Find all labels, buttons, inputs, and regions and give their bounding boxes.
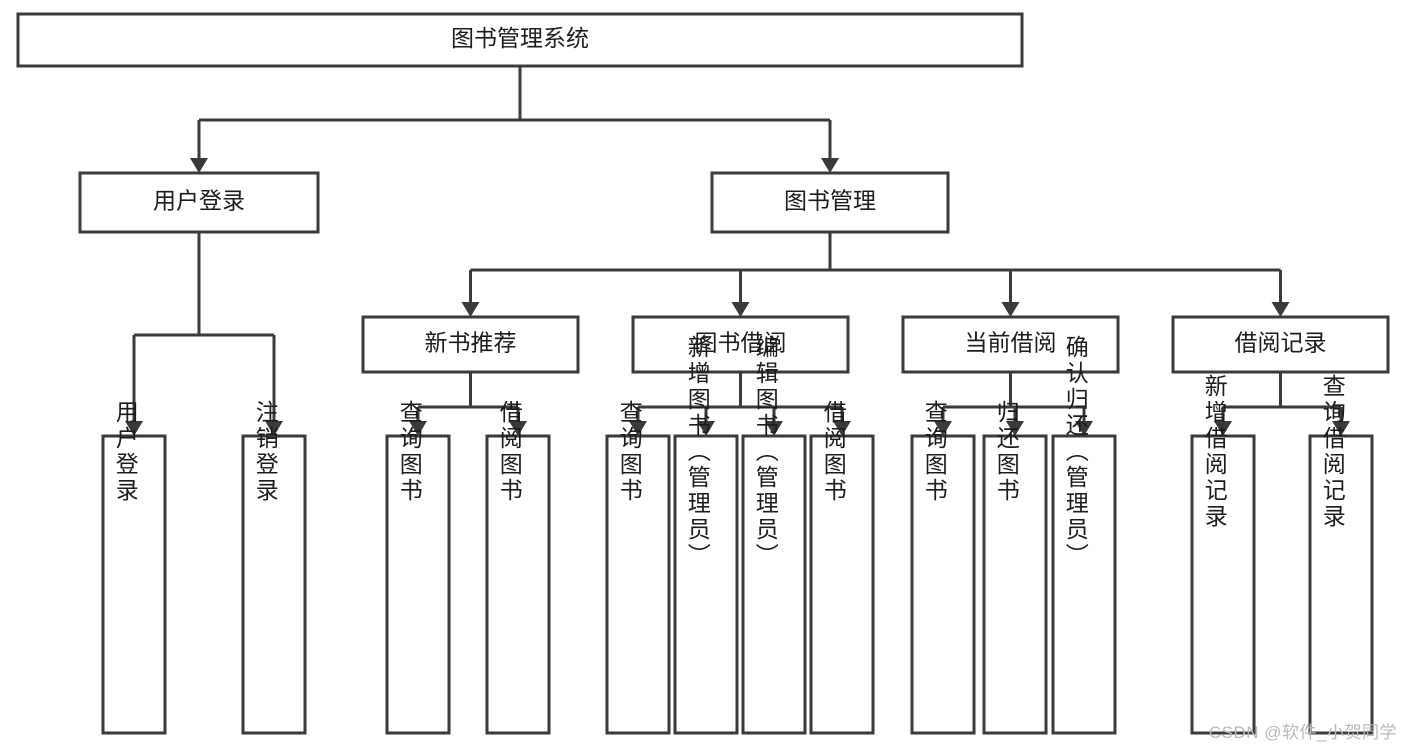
node-label-add-book-admin: 新增图书（管理员） <box>684 335 711 569</box>
arrow-head-icon <box>125 421 143 436</box>
node-query-book-3[interactable]: 查询图书 <box>910 400 976 735</box>
arrow-head-icon <box>1001 302 1020 317</box>
node-box-add-borrow-record <box>1190 434 1256 735</box>
arrow-head-icon <box>1006 421 1024 436</box>
node-label-query-book-3: 查询图书 <box>921 400 948 504</box>
node-borrow-book-2[interactable]: 借阅图书 <box>809 400 875 735</box>
node-edit-book-admin[interactable]: 编辑图书（管理员） <box>741 335 807 735</box>
node-box-user-login-do <box>101 434 167 735</box>
node-box-current-borrow <box>901 315 1120 374</box>
node-box-query-book-2 <box>605 434 671 735</box>
connectors-layer <box>125 66 1350 436</box>
node-label-borrow-record: 借阅记录 <box>1235 330 1327 356</box>
arrow-head-icon <box>833 421 851 436</box>
arrow-head-icon <box>461 302 480 317</box>
nodes-layer: 图书管理系统用户登录用户登录注销登录图书管理新书推荐查询图书借阅图书图书借阅查询… <box>16 12 1390 735</box>
arrow-head-icon <box>934 421 952 436</box>
node-box-user-logout <box>241 434 307 735</box>
node-query-book-2[interactable]: 查询图书 <box>605 400 671 735</box>
node-user-logout[interactable]: 注销登录 <box>241 400 307 735</box>
node-book-borrow[interactable]: 图书借阅 <box>631 315 850 374</box>
arrow-head-icon <box>1214 421 1232 436</box>
node-box-add-book-admin <box>673 434 739 735</box>
node-return-book[interactable]: 归还图书 <box>982 400 1048 735</box>
node-label-user-logout: 注销登录 <box>252 400 279 504</box>
arrow-head-icon <box>409 421 427 436</box>
node-add-borrow-record[interactable]: 新增借阅记录 <box>1190 374 1256 735</box>
arrow-head-icon <box>765 421 783 436</box>
node-label-user-login-do: 用户登录 <box>112 400 139 504</box>
node-label-new-book-recommend: 新书推荐 <box>425 330 517 356</box>
node-label-query-borrow-record: 查询借阅记录 <box>1319 374 1346 530</box>
node-box-query-borrow-record <box>1308 434 1374 735</box>
node-book-manage[interactable]: 图书管理 <box>710 171 950 234</box>
node-root[interactable]: 图书管理系统 <box>16 12 1024 68</box>
node-box-edit-book-admin <box>741 434 807 735</box>
node-label-add-borrow-record: 新增借阅记录 <box>1201 374 1228 530</box>
arrow-head-icon <box>1075 421 1093 436</box>
node-box-user-login <box>78 171 320 234</box>
arrow-head-icon <box>190 158 208 173</box>
node-label-edit-book-admin: 编辑图书（管理员） <box>752 335 779 569</box>
node-label-book-manage: 图书管理 <box>784 188 876 214</box>
node-box-root <box>16 12 1024 68</box>
csdn-watermark: CSDN @软件_小贺同学 <box>1208 723 1397 742</box>
node-box-confirm-return-admin <box>1051 434 1117 735</box>
node-add-book-admin[interactable]: 新增图书（管理员） <box>673 335 739 735</box>
node-box-return-book <box>982 434 1048 735</box>
arrow-head-icon <box>1271 302 1290 317</box>
node-label-return-book: 归还图书 <box>993 400 1020 504</box>
arrow-head-icon <box>1332 421 1350 436</box>
node-label-borrow-book-1: 借阅图书 <box>496 400 523 504</box>
node-box-book-borrow <box>631 315 850 374</box>
node-borrow-record[interactable]: 借阅记录 <box>1171 315 1390 374</box>
node-label-query-book-2: 查询图书 <box>616 400 643 504</box>
node-box-borrow-record <box>1171 315 1390 374</box>
node-label-confirm-return-admin: 确认归还（管理员） <box>1062 335 1089 569</box>
node-current-borrow[interactable]: 当前借阅 <box>901 315 1120 374</box>
arrow-head-icon <box>821 158 839 173</box>
node-box-book-manage <box>710 171 950 234</box>
node-query-borrow-record[interactable]: 查询借阅记录 <box>1308 374 1374 735</box>
node-box-borrow-book-2 <box>809 434 875 735</box>
node-label-book-borrow: 图书借阅 <box>695 330 787 356</box>
node-box-query-book-1 <box>385 434 451 735</box>
node-user-login[interactable]: 用户登录 <box>78 171 320 234</box>
node-box-borrow-book-1 <box>485 434 551 735</box>
node-user-login-do[interactable]: 用户登录 <box>101 400 167 735</box>
node-query-book-1[interactable]: 查询图书 <box>385 400 451 735</box>
node-box-new-book-recommend <box>361 315 580 374</box>
node-label-borrow-book-2: 借阅图书 <box>820 400 847 504</box>
arrow-head-icon <box>697 421 715 436</box>
arrow-head-icon <box>265 421 283 436</box>
node-label-user-login: 用户登录 <box>153 188 245 214</box>
arrow-head-icon <box>509 421 527 436</box>
node-new-book-recommend[interactable]: 新书推荐 <box>361 315 580 374</box>
node-label-query-book-1: 查询图书 <box>396 400 423 504</box>
node-box-query-book-3 <box>910 434 976 735</box>
arrow-head-icon <box>731 302 750 317</box>
node-borrow-book-1[interactable]: 借阅图书 <box>485 400 551 735</box>
arrow-head-icon <box>629 421 647 436</box>
node-label-root: 图书管理系统 <box>451 25 589 51</box>
node-label-current-borrow: 当前借阅 <box>965 330 1057 356</box>
node-confirm-return-admin[interactable]: 确认归还（管理员） <box>1051 335 1117 735</box>
